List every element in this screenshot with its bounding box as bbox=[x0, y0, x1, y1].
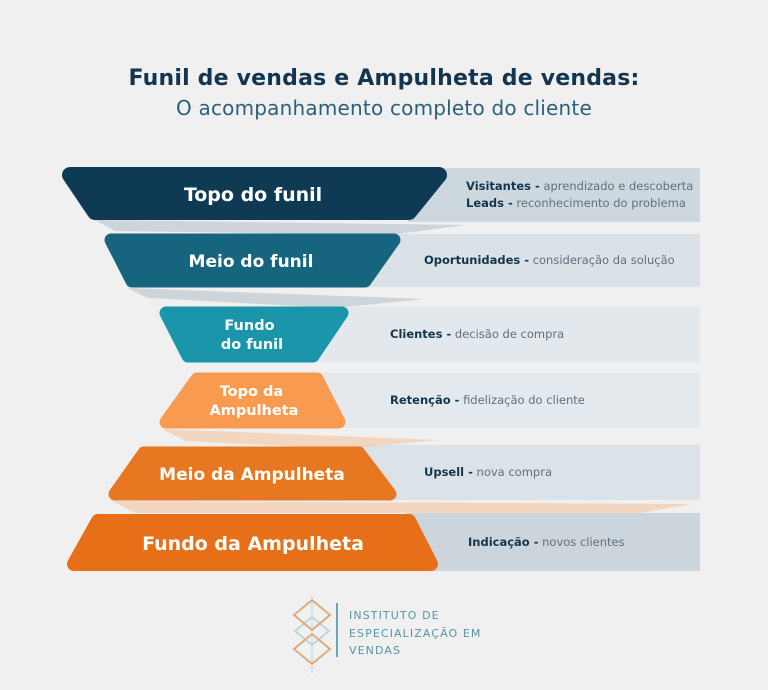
ribbon-connector bbox=[112, 501, 693, 513]
info-desc: novos clientes bbox=[542, 534, 625, 549]
logo-bottom-diamond bbox=[292, 632, 332, 666]
info-line: Leads - reconhecimento do problema bbox=[466, 195, 700, 212]
iev-logo-icon bbox=[292, 596, 332, 674]
hourglass-stage-fundo-ampulheta bbox=[67, 514, 438, 571]
info-desc: decisão de compra bbox=[454, 327, 565, 341]
hourglass-stage-label-line1: Topo da bbox=[220, 384, 283, 400]
funnel-stage-label: Meio do funil bbox=[189, 252, 314, 272]
hourglass-stage-label: Fundo da Ampulheta bbox=[142, 533, 364, 555]
info-term: Upsell - bbox=[424, 465, 473, 479]
info-line: Oportunidades - consideração da solução bbox=[424, 252, 700, 269]
info-desc: fidelização do cliente bbox=[463, 393, 585, 407]
footer-org-line: VENDAS bbox=[349, 644, 402, 657]
funnel-stage-label: Fundo do funil bbox=[221, 318, 283, 353]
info-term: Leads - bbox=[466, 196, 513, 210]
footer-org-line: INSTITUTO DE bbox=[349, 609, 440, 622]
info-line: Indicação - novos clientes bbox=[468, 534, 700, 551]
info-strip-topo-funil: Visitantes - aprendizado e descoberta Le… bbox=[408, 168, 700, 222]
hourglass-stage-label: Topo da Ampulheta bbox=[210, 384, 299, 419]
info-term: Retenção - bbox=[390, 393, 460, 407]
funnel-stage-label-line1: Fundo bbox=[224, 318, 274, 334]
ribbon-connector bbox=[95, 220, 465, 235]
ribbon-connector bbox=[127, 288, 425, 308]
info-desc: aprendizado e descoberta bbox=[543, 179, 694, 193]
funnel-stage-label-line2: do funil bbox=[221, 337, 283, 353]
info-term: Visitantes - bbox=[466, 179, 540, 193]
hourglass-stage-meio-ampulheta bbox=[108, 446, 397, 501]
info-strip-fundo-funil: Clientes - decisão de compra bbox=[308, 307, 700, 362]
info-line: Upsell - nova compra bbox=[424, 464, 700, 481]
info-line: Visitantes - aprendizado e descoberta bbox=[466, 178, 700, 195]
footer-wordmark: INSTITUTO DE ESPECIALIZAÇÃO EM VENDAS bbox=[349, 607, 482, 660]
info-line: Clientes - decisão de compra bbox=[390, 326, 700, 343]
funnel-stage-topo-funil bbox=[62, 167, 447, 220]
logo-inner-diamond bbox=[293, 615, 331, 647]
info-desc: reconhecimento do problema bbox=[516, 196, 686, 210]
info-line: Retenção - fidelização do cliente bbox=[390, 392, 700, 409]
info-desc: nova compra bbox=[476, 465, 552, 479]
info-strip-topo-ampulheta: Retenção - fidelização do cliente bbox=[312, 373, 700, 428]
funnel-stage-meio-funil bbox=[104, 233, 401, 288]
footer-org-line: ESPECIALIZAÇÃO EM bbox=[349, 626, 482, 640]
info-strip-meio-ampulheta: Upsell - nova compra bbox=[356, 445, 700, 500]
hourglass-stage-label-line2: Ampulheta bbox=[210, 403, 299, 419]
info-term: Clientes - bbox=[390, 327, 452, 341]
info-strip-fundo-ampulheta: Indicação - novos clientes bbox=[406, 513, 700, 571]
page-title: Funil de vendas e Ampulheta de vendas: bbox=[128, 66, 640, 91]
footer-divider bbox=[336, 603, 338, 657]
page-subtitle: O acompanhamento completo do cliente bbox=[176, 96, 592, 120]
info-desc: consideração da solução bbox=[532, 253, 675, 267]
logo-top-diamond bbox=[292, 598, 332, 632]
info-term: Indicação - bbox=[468, 534, 539, 549]
info-strip-meio-funil: Oportunidades - consideração da solução bbox=[358, 234, 700, 287]
info-term: Oportunidades - bbox=[424, 253, 530, 267]
hourglass-stage-label: Meio da Ampulheta bbox=[159, 465, 345, 485]
funnel-stage-label: Topo do funil bbox=[184, 184, 322, 206]
